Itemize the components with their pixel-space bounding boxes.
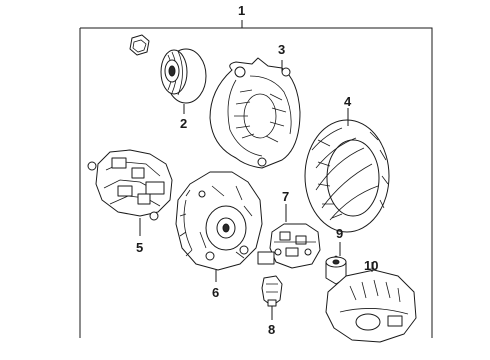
front-bracket-part	[209, 57, 301, 169]
callout-4: 4	[344, 94, 352, 109]
pulley-part	[160, 48, 207, 104]
callout-6: 6	[212, 285, 219, 300]
leader-lines	[139, 60, 373, 320]
terminal-plug-part	[261, 275, 283, 307]
callout-9: 9	[336, 226, 343, 241]
nut-part	[129, 34, 150, 56]
callout-2: 2	[180, 116, 187, 131]
rectifier-part	[87, 149, 173, 221]
assembly-frame	[79, 20, 433, 338]
callout-3: 3	[278, 42, 285, 57]
bushing-part	[325, 255, 347, 285]
callout-8: 8	[268, 322, 275, 337]
stator-part	[304, 119, 390, 233]
brush-holder-part	[257, 223, 321, 269]
callout-5: 5	[136, 240, 143, 255]
callout-1: 1	[238, 3, 245, 18]
rear-bracket-part	[175, 171, 263, 271]
rear-cover-part	[325, 269, 417, 343]
callout-10: 10	[364, 258, 378, 273]
callout-7: 7	[282, 189, 289, 204]
